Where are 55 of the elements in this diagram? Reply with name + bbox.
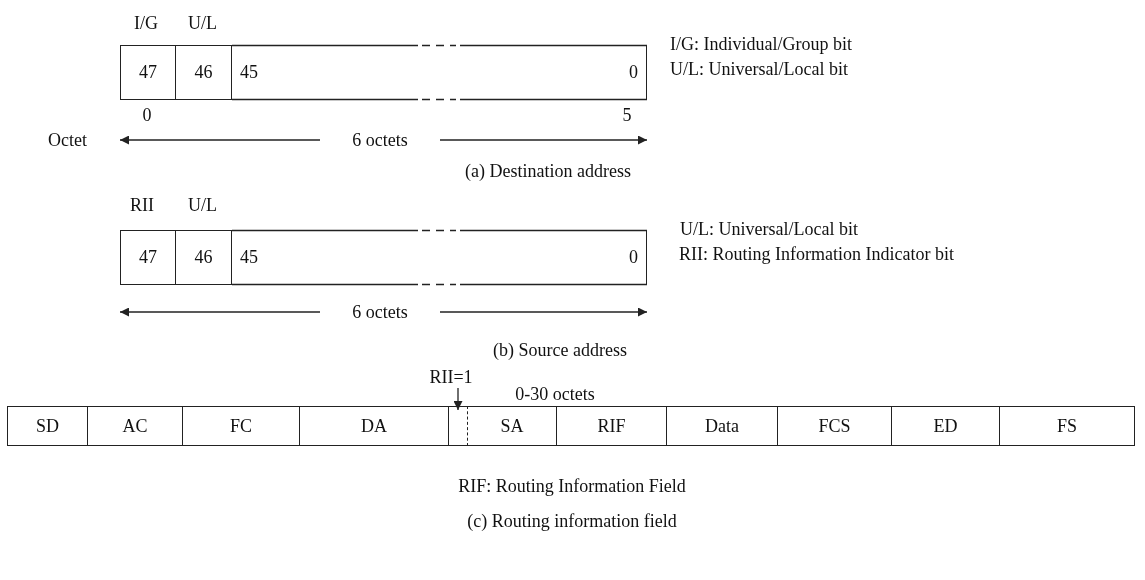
note: U/L: Universal/Local bit <box>680 220 858 238</box>
arrow <box>453 387 463 411</box>
field-cell <box>7 406 88 446</box>
field-cell <box>300 406 449 446</box>
caption: (a) Destination address <box>465 162 631 180</box>
field-text: 45 <box>240 247 258 268</box>
dimension-label: 6 octets <box>352 131 408 149</box>
field-cell <box>176 45 232 100</box>
field-text: DA <box>361 415 387 437</box>
field-text: 0 <box>629 247 638 268</box>
field-text: RIF <box>597 415 626 437</box>
field-text: 46 <box>194 62 213 83</box>
note: RIF: Routing Information Field <box>458 477 686 495</box>
bit-label: RII <box>130 196 154 214</box>
field-text: Data <box>705 415 739 437</box>
caption: (b) Source address <box>493 341 627 359</box>
field-cell <box>557 406 667 446</box>
field-text: SD <box>36 415 59 437</box>
field-text: ED <box>933 415 958 437</box>
field-cell <box>120 45 176 100</box>
field-cell <box>176 230 232 285</box>
field-text: 47 <box>139 62 157 83</box>
field-cell <box>232 230 647 285</box>
field-text: AC <box>122 415 148 437</box>
field-cell <box>892 406 1000 446</box>
field-text: FC <box>230 415 252 437</box>
field-text: 0 <box>629 62 638 83</box>
note: U/L: Universal/Local bit <box>670 60 848 78</box>
dimension-label: 0-30 octets <box>515 385 595 403</box>
bit-label: 0 <box>142 106 152 124</box>
field-text: FCS <box>818 415 851 437</box>
note: I/G: Individual/Group bit <box>670 35 852 53</box>
field-text: 47 <box>139 247 157 268</box>
bit-label: Octet <box>48 131 87 149</box>
bit-label: I/G <box>134 14 158 32</box>
field-cell <box>183 406 300 446</box>
field-cell <box>467 406 557 446</box>
field-text: 45 <box>240 62 258 83</box>
field-cell <box>232 45 647 100</box>
field-cell <box>120 230 176 285</box>
bit-label: 5 <box>622 106 632 124</box>
field-cell <box>778 406 892 446</box>
field-text: RII=1 <box>429 366 473 388</box>
field-cell <box>667 406 778 446</box>
bit-label: U/L <box>188 14 217 32</box>
bit-label: U/L <box>188 196 217 214</box>
field-cell <box>1000 406 1135 446</box>
note: RII: Routing Information Indicator bit <box>679 245 954 263</box>
field-cell <box>88 406 183 446</box>
field-text: 46 <box>194 247 213 268</box>
field-cell <box>449 406 467 446</box>
dimension-label: 6 octets <box>352 303 408 321</box>
caption: (c) Routing information field <box>467 512 677 530</box>
field-text: FS <box>1057 415 1077 437</box>
field-text: SA <box>500 415 524 437</box>
